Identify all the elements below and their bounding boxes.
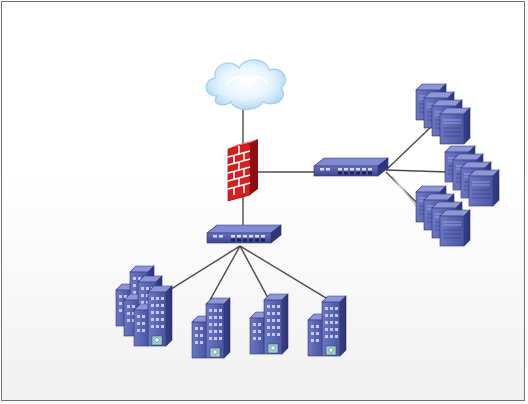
building-icon <box>249 293 289 355</box>
link-core-switch-branch-1 <box>209 245 241 301</box>
building-icon <box>307 295 347 357</box>
firewall-icon <box>227 139 258 202</box>
cloud-icon <box>205 59 286 111</box>
link-server-switch-stack-2 <box>385 169 449 173</box>
network-links <box>159 102 449 301</box>
link-core-switch-campus <box>159 245 241 297</box>
link-core-switch-branch-2 <box>239 245 269 299</box>
link-core-switch-branch-3 <box>239 245 327 299</box>
server-stack-icon <box>415 83 471 145</box>
core-switch-icon <box>206 224 282 244</box>
link-server-switch-stack-1 <box>385 125 433 171</box>
server-switch-icon <box>313 157 389 177</box>
building-cluster-icon <box>115 265 173 347</box>
building-icon <box>191 297 231 359</box>
